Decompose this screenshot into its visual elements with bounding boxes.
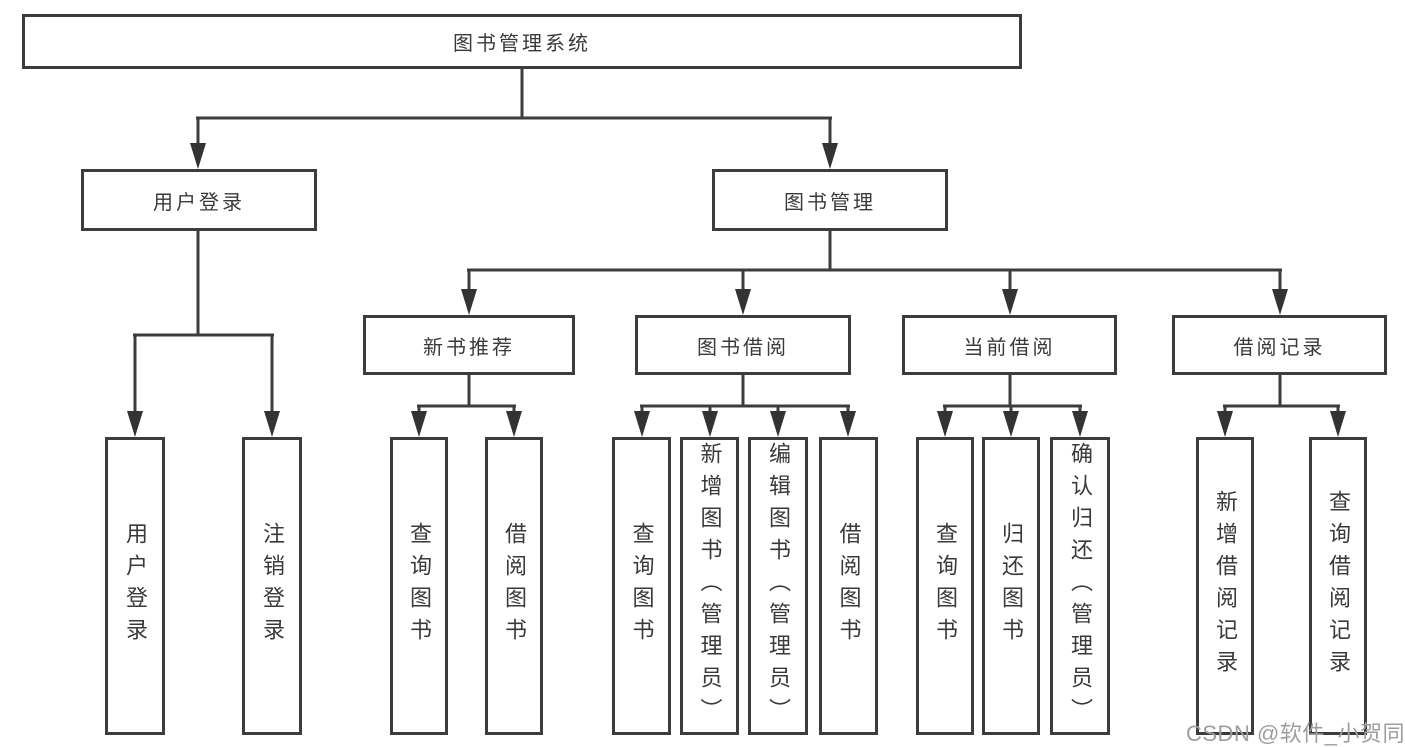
node-logout: 注销登录 xyxy=(242,437,302,735)
node-label: 用户登录 xyxy=(123,522,148,650)
node-label: 新增图书（管理员） xyxy=(697,442,723,730)
node-user-login-group: 用户登录 xyxy=(81,169,317,231)
node-label: 图书管理系统 xyxy=(453,33,591,55)
csdn-watermark: CSDN @软件_小贺同学 xyxy=(1186,721,1405,746)
node-query-borrow-record: 查询借阅记录 xyxy=(1309,437,1367,735)
node-book-management: 图书管理 xyxy=(712,169,948,231)
arrowheads xyxy=(127,143,1346,437)
node-borrow-record: 借阅记录 xyxy=(1172,315,1387,375)
node-label: 编辑图书（管理员） xyxy=(766,442,791,730)
node-edit-book-admin: 编辑图书（管理员） xyxy=(748,437,808,735)
node-label: 图书借阅 xyxy=(697,336,789,359)
node-label: 当前借阅 xyxy=(963,336,1056,359)
node-new-book-recommend: 新书推荐 xyxy=(363,315,575,375)
node-user-login: 用户登录 xyxy=(105,437,165,735)
node-query-book-current: 查询图书 xyxy=(916,437,974,735)
node-label: 借阅图书 xyxy=(502,522,527,650)
node-label: 图书管理 xyxy=(784,191,876,214)
node-borrow-book-recommend: 借阅图书 xyxy=(485,437,543,735)
node-current-borrow: 当前借阅 xyxy=(902,315,1117,375)
node-library-management-system: 图书管理系统 xyxy=(22,14,1022,69)
node-label: 用户登录 xyxy=(153,191,245,214)
node-label: 查询图书 xyxy=(933,522,958,650)
node-book-borrow: 图书借阅 xyxy=(635,315,851,375)
node-label: 新增借阅记录 xyxy=(1213,490,1238,682)
node-label: 归还图书 xyxy=(999,522,1024,650)
node-return-book: 归还图书 xyxy=(982,437,1040,735)
node-label: 查询借阅记录 xyxy=(1326,490,1351,682)
node-label: 注销登录 xyxy=(260,522,285,650)
node-add-borrow-record: 新增借阅记录 xyxy=(1196,437,1254,735)
node-query-book-recommend: 查询图书 xyxy=(390,437,448,735)
node-add-book-admin: 新增图书（管理员） xyxy=(680,437,739,735)
node-label: 查询图书 xyxy=(629,522,655,650)
node-label: 确认归还（管理员） xyxy=(1068,442,1093,730)
node-label: 借阅图书 xyxy=(836,522,862,650)
node-label: 借阅记录 xyxy=(1233,336,1326,359)
node-label: 新书推荐 xyxy=(423,336,515,359)
node-query-book-borrow: 查询图书 xyxy=(612,437,671,735)
node-label: 查询图书 xyxy=(407,522,432,650)
node-borrow-book: 借阅图书 xyxy=(819,437,878,735)
node-confirm-return-admin: 确认归还（管理员） xyxy=(1050,437,1110,735)
